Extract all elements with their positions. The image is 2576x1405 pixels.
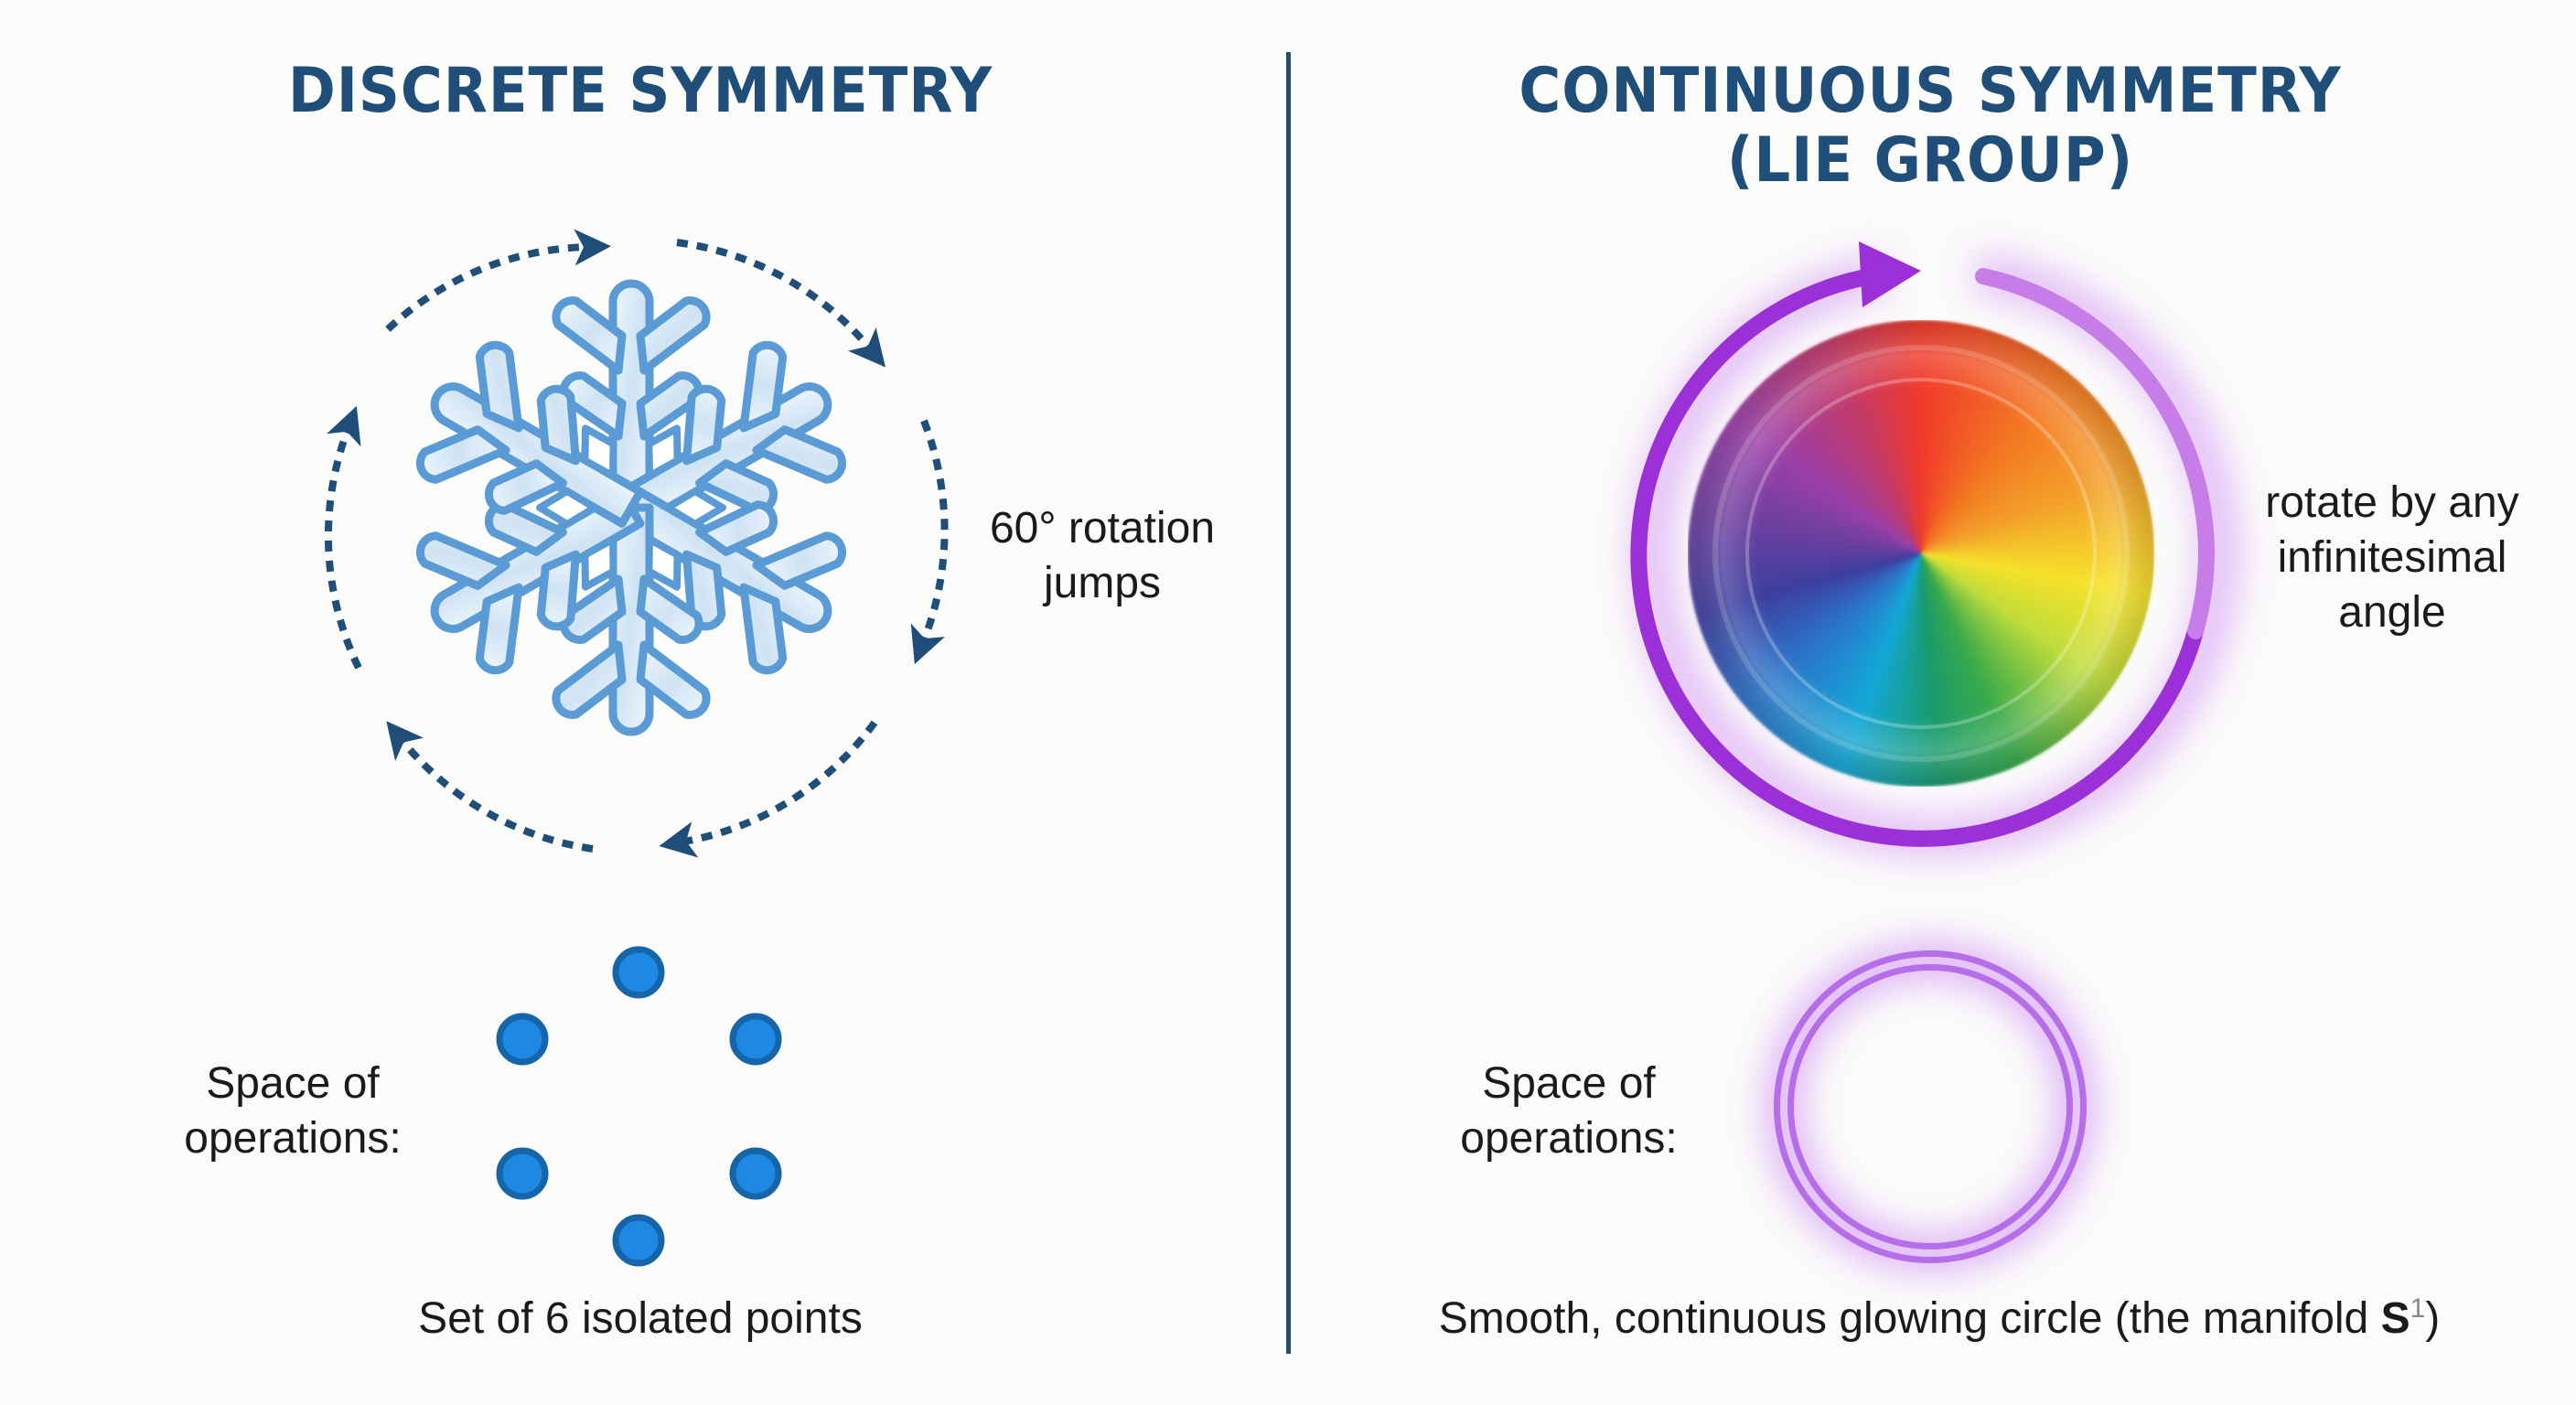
infinitesimal-label-line1: rotate by any <box>2265 478 2519 527</box>
arrow-arc-5 <box>386 721 594 853</box>
point-6 <box>612 1214 665 1267</box>
arrow-arc-3 <box>910 419 949 665</box>
rotation-arrow-head-icon <box>1859 241 1921 307</box>
caption-text: Smooth, continuous glowing circle (the m… <box>1438 1294 2381 1343</box>
continuous-title-line2: (LIE GROUP) <box>1726 124 2134 198</box>
space-label-line2: operations: <box>1460 1114 1678 1163</box>
point-5 <box>729 1147 782 1200</box>
discrete-points <box>496 946 782 1267</box>
manifold-superscript: 1 <box>2410 1293 2426 1324</box>
rotation-jump-arrows <box>324 229 949 858</box>
infinitesimal-label-line3: angle <box>2338 588 2446 637</box>
rotation-label-line2: jumps <box>1043 559 1162 607</box>
discrete-symmetry-title: DISCRETE SYMMETRY <box>287 55 993 127</box>
infinitesimal-rotation-label: rotate by any infinitesimal angle <box>2232 476 2552 640</box>
continuous-title-line1: CONTINUOUS SYMMETRY <box>1519 55 2342 127</box>
manifold-s1-circle <box>1766 942 2095 1271</box>
space-label-line1: Space of <box>1482 1059 1656 1108</box>
point-2 <box>496 1013 549 1066</box>
panel-divider <box>1286 52 1291 1354</box>
point-4 <box>496 1147 549 1200</box>
snowflake-icon <box>400 284 863 732</box>
manifold-symbol: S <box>2380 1294 2410 1343</box>
arrow-arc-6 <box>324 405 362 670</box>
arrow-arc-1 <box>385 229 611 332</box>
continuous-caption: Smooth, continuous glowing circle (the m… <box>1354 1292 2525 1346</box>
caption-close-paren: ) <box>2425 1294 2441 1343</box>
continuous-space-label: Space of operations: <box>1432 1056 1706 1166</box>
discrete-caption: Set of 6 isolated points <box>418 1294 863 1343</box>
rotation-label-line1: 60° rotation <box>989 504 1216 552</box>
arrow-arc-2 <box>676 239 886 368</box>
continuous-symmetry-title: CONTINUOUS SYMMETRY (LIE GROUP) <box>1467 55 2393 198</box>
space-label-line2: operations: <box>184 1114 402 1163</box>
point-1 <box>612 946 665 999</box>
rotation-jumps-label: 60° rotation jumps <box>951 501 1253 611</box>
space-label-line1: Space of <box>206 1059 380 1108</box>
continuous-rotation-arrow <box>1630 241 2238 855</box>
arrow-arc-4 <box>659 720 878 858</box>
infinitesimal-label-line2: infinitesimal <box>2277 533 2507 582</box>
discrete-space-label: Space of operations: <box>156 1056 430 1166</box>
point-3 <box>729 1013 782 1066</box>
